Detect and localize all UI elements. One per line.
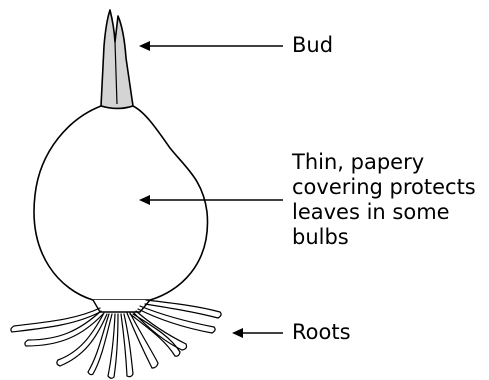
label-bud: Bud	[292, 33, 333, 58]
bulb-body	[34, 106, 207, 300]
bud	[101, 10, 133, 109]
label-covering-line-3: leaves in some	[292, 200, 476, 225]
root-right-far	[145, 300, 221, 318]
arrow-to-bud	[139, 41, 283, 51]
label-covering-line-4: bulbs	[292, 225, 476, 250]
root-left-4	[88, 314, 112, 375]
arrow-to-roots	[232, 328, 283, 338]
label-papery-covering: Thin, papery covering protects leaves in…	[292, 150, 476, 250]
label-roots: Roots	[292, 320, 351, 345]
label-covering-line-2: covering protects	[292, 175, 476, 200]
label-covering-line-1: Thin, papery	[292, 150, 476, 175]
root-right-mid	[130, 314, 180, 356]
